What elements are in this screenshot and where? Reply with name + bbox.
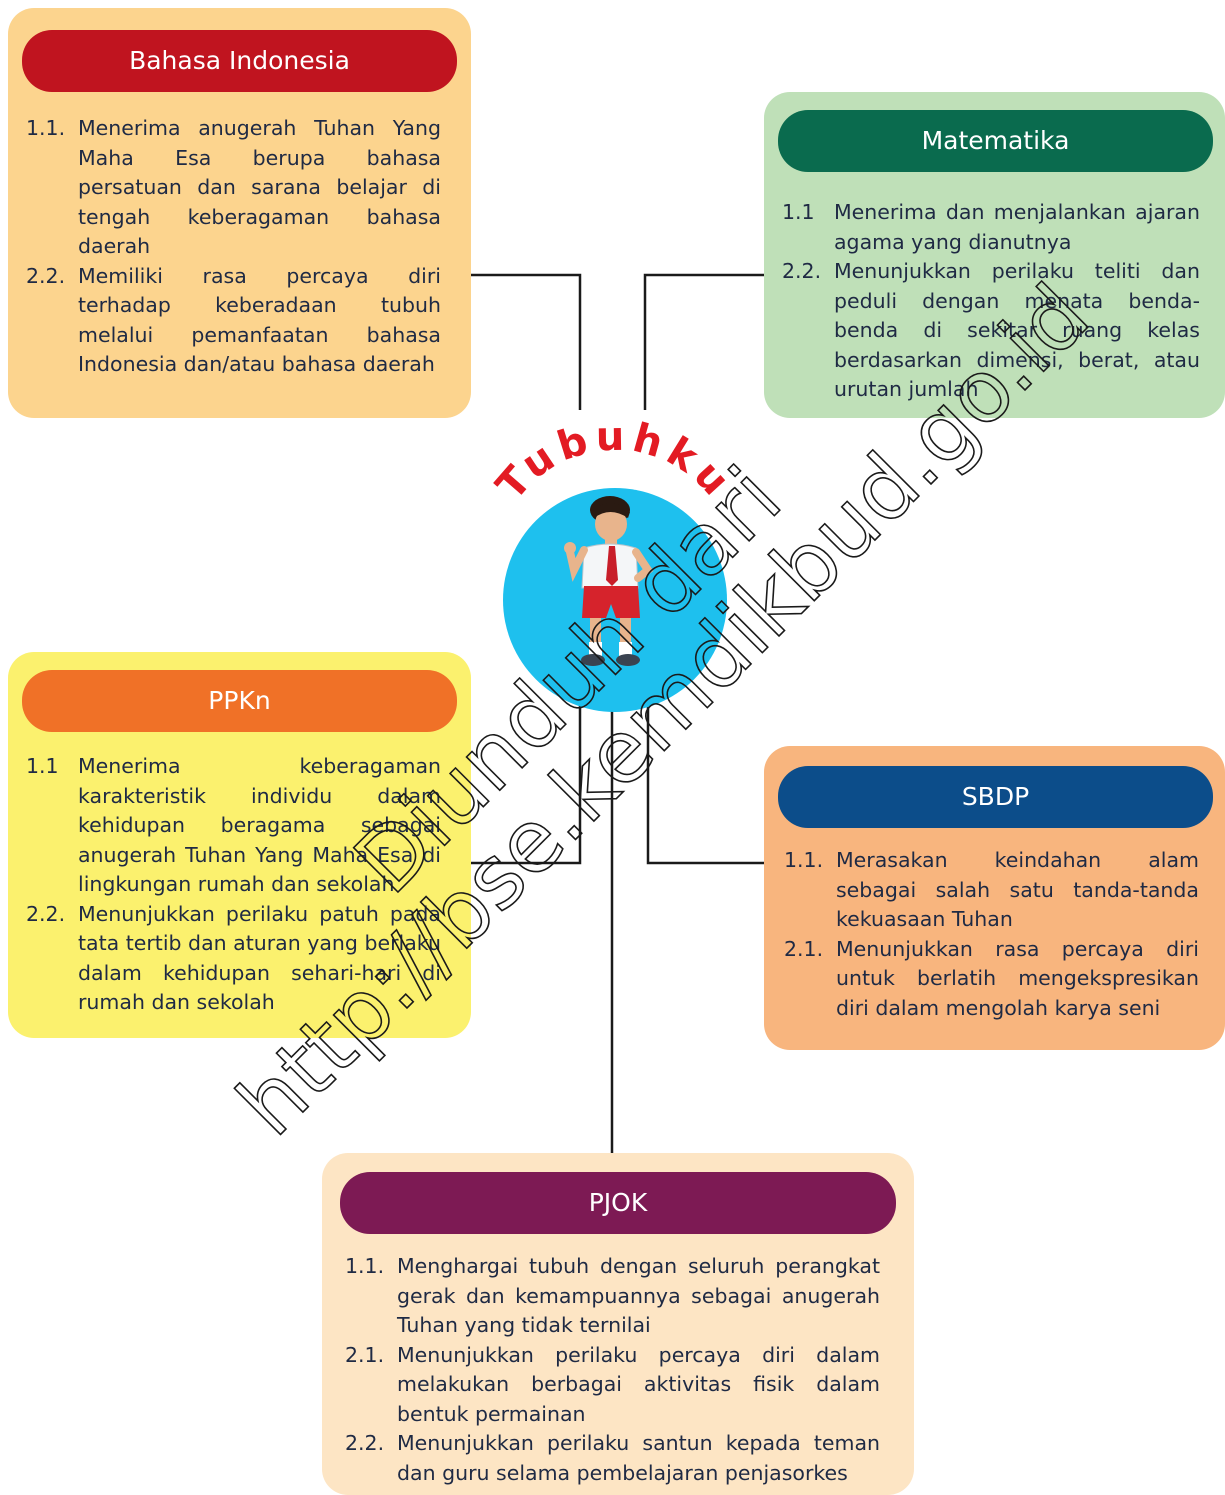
item-text: Menerima keberagaman karakteristik indiv…	[78, 754, 441, 896]
list-item: 1.1. Menghargai tubuh dengan seluruh per…	[345, 1252, 880, 1341]
item-text: Menunjukkan perilaku percaya diri dalam …	[397, 1342, 880, 1426]
sbdp-items: 1.1. Merasakan keindahan alam sebagai sa…	[784, 846, 1199, 1023]
list-item: 1.1. Menerima anugerah Tuhan Yang Maha E…	[26, 114, 441, 262]
list-item: 2.2. Menunjukkan perilaku patuh pada tat…	[26, 900, 441, 1018]
item-number: 1.1.	[26, 116, 66, 140]
item-number: 1.1	[782, 200, 815, 224]
item-number: 1.1.	[345, 1254, 385, 1278]
item-number: 1.1.	[784, 848, 824, 872]
item-text: Memiliki rasa percaya diri terhadap kebe…	[78, 263, 441, 377]
item-text: Menunjukkan perilaku teliti dan peduli d…	[834, 259, 1200, 401]
item-number: 2.2.	[26, 901, 66, 926]
pjok-items: 1.1. Menghargai tubuh dengan seluruh per…	[345, 1252, 880, 1488]
item-number: 1.1	[26, 754, 59, 778]
pjok-header: PJOK	[340, 1172, 896, 1234]
bahasa-indonesia-items: 1.1. Menerima anugerah Tuhan Yang Maha E…	[26, 114, 441, 380]
matematika-items: 1.1 Menerima dan menjalankan ajaran agam…	[782, 198, 1200, 405]
item-text: Merasakan keindahan alam sebagai salah s…	[836, 848, 1199, 931]
item-number: 2.1.	[784, 936, 824, 961]
item-text: Menunjukkan perilaku santun kepada teman…	[397, 1431, 880, 1485]
item-number: 2.1.	[345, 1342, 385, 1367]
list-item: 1.1 Menerima keberagaman karakteristik i…	[26, 752, 441, 900]
ppkn-items: 1.1 Menerima keberagaman karakteristik i…	[26, 752, 441, 1018]
bahasa-indonesia-header: Bahasa Indonesia	[22, 30, 457, 92]
list-item: 1.1 Menerima dan menjalankan ajaran agam…	[782, 198, 1200, 257]
list-item: 2.2. Menunjukkan perilaku santun kepada …	[345, 1429, 880, 1488]
boy-illustration	[564, 496, 654, 666]
item-text: Menerima dan menjalankan ajaran agama ya…	[834, 200, 1200, 254]
item-text: Menunjukkan rasa percaya diri untuk berl…	[836, 936, 1199, 1020]
sbdp-header: SBDP	[778, 766, 1213, 828]
center-topic: Tubuhku	[488, 420, 736, 712]
matematika-header: Matematika	[778, 110, 1213, 172]
item-text: Menerima anugerah Tuhan Yang Maha Esa be…	[78, 116, 441, 258]
list-item: 2.2. Menunjukkan perilaku teliti dan ped…	[782, 257, 1200, 405]
item-text: Menghargai tubuh dengan seluruh perangka…	[397, 1254, 880, 1337]
item-text: Menunjukkan perilaku patuh pada tata ter…	[78, 901, 441, 1015]
item-number: 2.2.	[26, 263, 66, 288]
item-number: 2.2.	[782, 259, 822, 283]
ppkn-header: PPKn	[22, 670, 457, 732]
list-item: 2.2. Memiliki rasa percaya diri terhadap…	[26, 262, 441, 380]
list-item: 2.1. Menunjukkan perilaku percaya diri d…	[345, 1341, 880, 1430]
list-item: 1.1. Merasakan keindahan alam sebagai sa…	[784, 846, 1199, 935]
item-number: 2.2.	[345, 1431, 385, 1455]
list-item: 2.1. Menunjukkan rasa percaya diri untuk…	[784, 935, 1199, 1024]
